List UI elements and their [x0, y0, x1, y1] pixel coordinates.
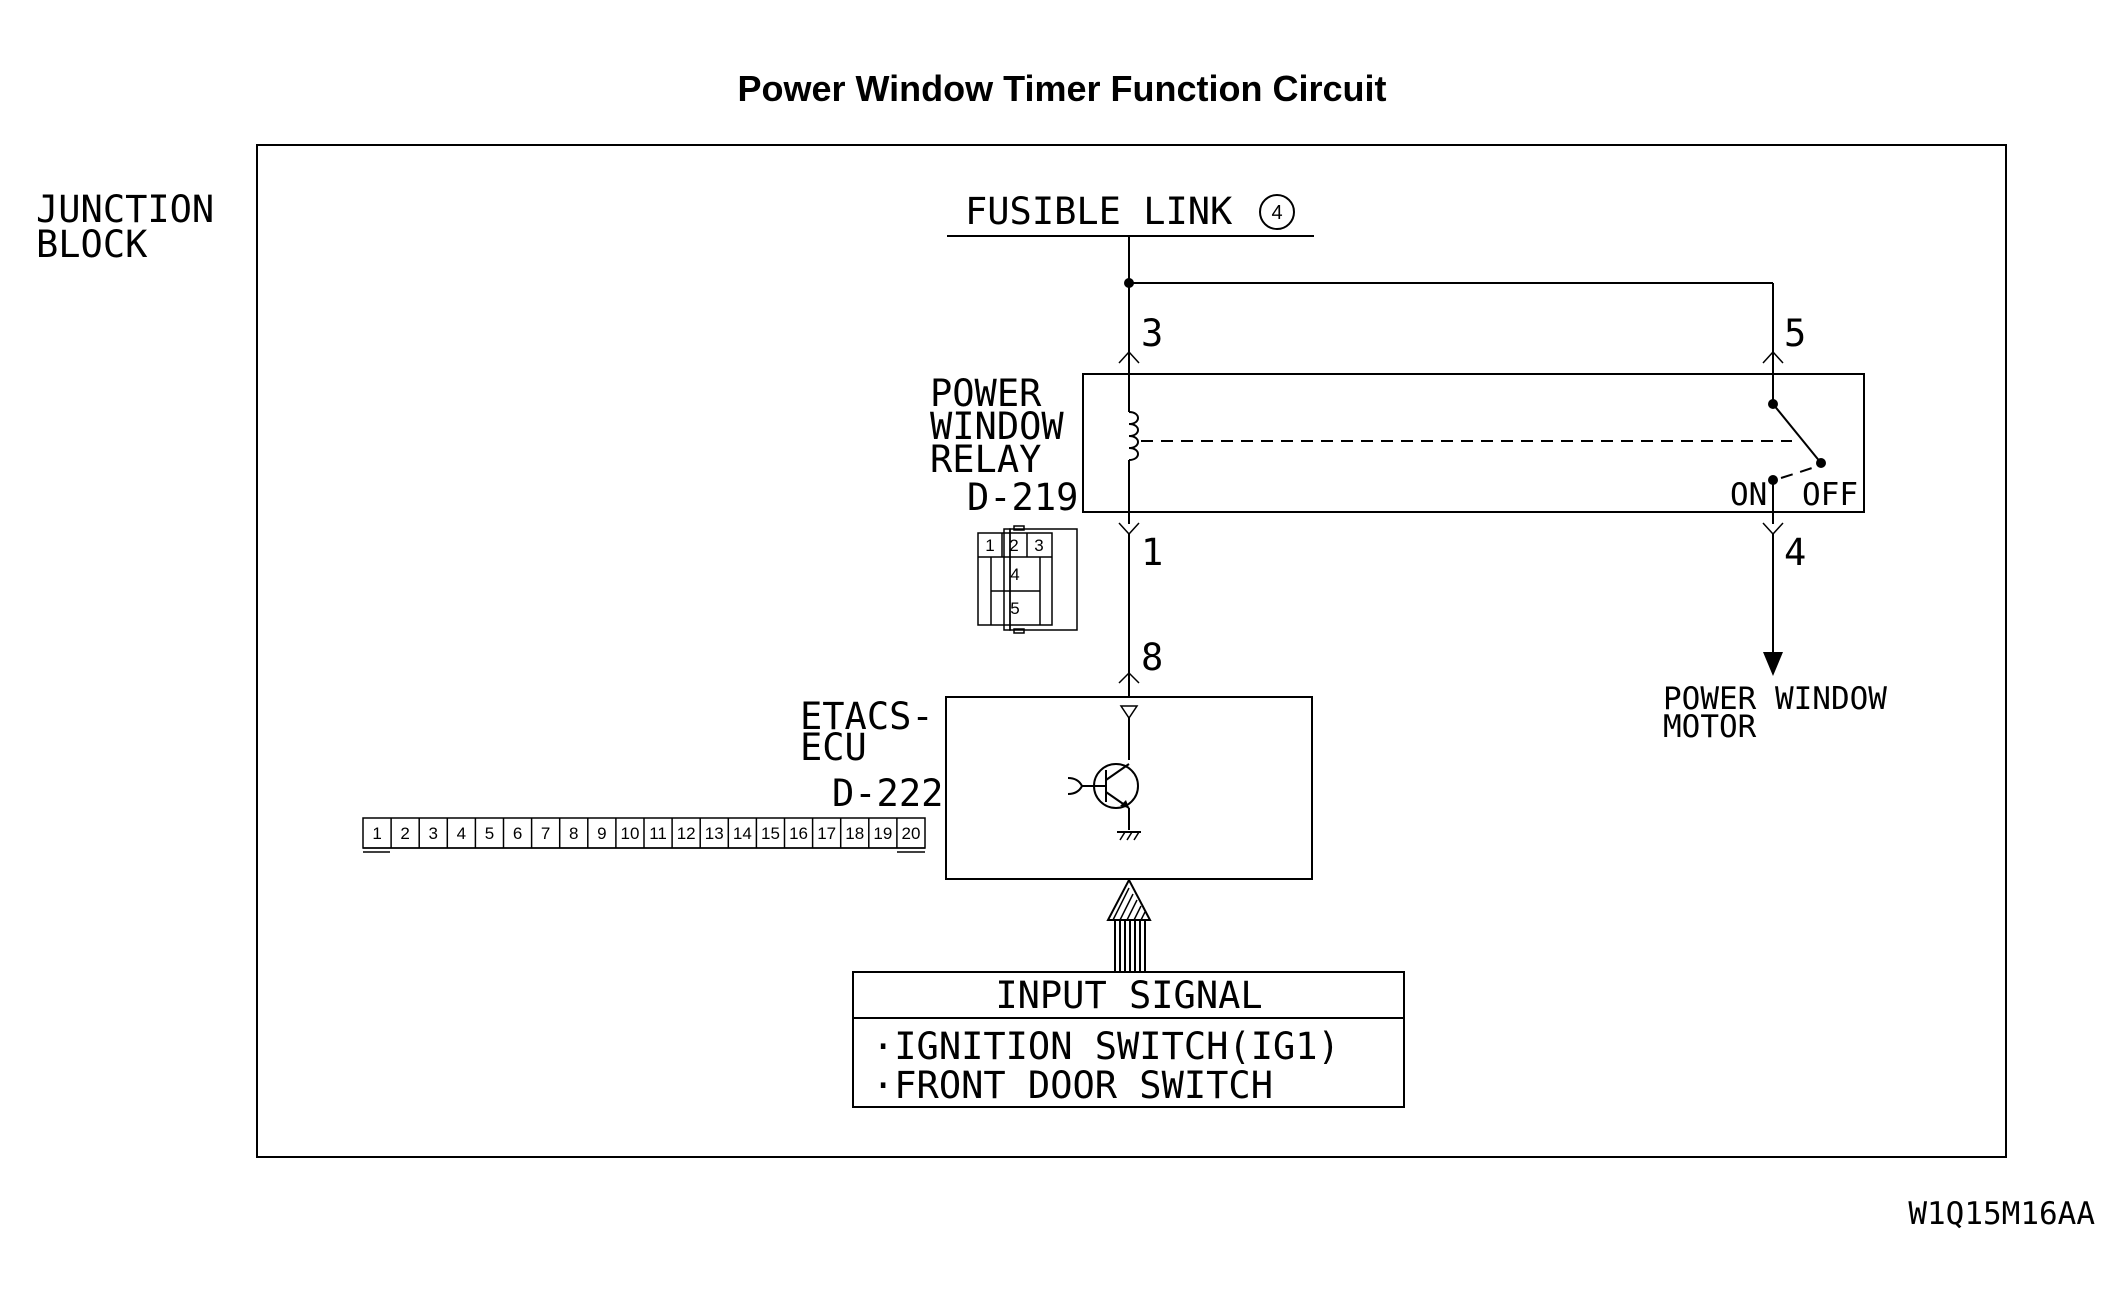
ecu-pin8-label: 8	[1141, 636, 1163, 679]
switch-contact-blade-end	[1816, 458, 1826, 468]
relay-pin4-label: 4	[1784, 531, 1806, 574]
input-signal-box	[852, 971, 1405, 1108]
relay-face-pin-2: 2	[1009, 536, 1018, 555]
pin4-connector-mark	[1762, 522, 1784, 536]
junction-block-label-line2: BLOCK	[36, 223, 148, 266]
relay-label-line2: WINDOW	[930, 405, 1064, 448]
switch-throw-path	[1780, 466, 1816, 479]
junction-block-label-line1: JUNCTION	[36, 188, 214, 231]
relay-pin5-label: 5	[1784, 312, 1806, 355]
ecu-face-pin-8: 8	[569, 824, 578, 843]
input-signal-arrow-icon	[1106, 877, 1152, 972]
relay-pin1-label: 1	[1141, 531, 1163, 574]
relay-coil-icon	[1128, 411, 1139, 461]
motor-label-line1: POWER WINDOW	[1663, 681, 1887, 717]
ecu-face-pin-2: 2	[400, 824, 409, 843]
ecu-face-pin-16: 16	[789, 824, 808, 843]
switch-off-label: OFF	[1802, 477, 1858, 513]
ecu-face-pin-13: 13	[705, 824, 724, 843]
ecu-face-pin-15: 15	[761, 824, 780, 843]
transistor-icon	[1067, 705, 1141, 841]
relay-face-pin-1: 1	[985, 536, 994, 555]
ecu-connector-code: D-222	[832, 772, 943, 815]
ecu-face-pin-4: 4	[457, 824, 466, 843]
input-signal-item-2: ·FRONT DOOR SWITCH	[872, 1064, 1273, 1107]
input-signal-item-1: ·IGNITION SWITCH(IG1)	[872, 1025, 1340, 1068]
ecu-face-pin-20: 20	[901, 824, 920, 843]
relay-connector-face: 1 2 3 4 5	[977, 525, 1078, 634]
relay-face-pin-3: 3	[1034, 536, 1043, 555]
pin1-connector-mark	[1118, 522, 1140, 536]
relay-connector-code: D-219	[967, 476, 1078, 519]
ecu-face-pin-7: 7	[541, 824, 550, 843]
ecu-label-line1: ETACS-	[800, 695, 934, 738]
ecu-face-pin-1: 1	[372, 824, 381, 843]
switch-blade	[1772, 403, 1822, 464]
relay-face-pin-4: 4	[1010, 565, 1019, 584]
ecu-face-pin-9: 9	[597, 824, 606, 843]
pin5-connector-mark	[1762, 350, 1784, 364]
ecu-face-pin-10: 10	[620, 824, 639, 843]
fusible-link-number: 4	[1271, 202, 1282, 224]
ecu-face-pin-17: 17	[817, 824, 836, 843]
ecu-face-pin-11: 11	[649, 824, 667, 843]
relay-pin3-label: 3	[1141, 312, 1163, 355]
diagram-title: Power Window Timer Function Circuit	[737, 68, 1386, 109]
fusible-link-number-circle	[1259, 194, 1295, 230]
diagram-frame	[256, 144, 2007, 1158]
ecu-face-pin-19: 19	[873, 824, 892, 843]
switch-on-label: ON	[1730, 477, 1767, 513]
relay-label-line3: RELAY	[930, 438, 1041, 481]
power-window-relay-box	[1082, 373, 1865, 513]
ecu-face-pin-12: 12	[677, 824, 696, 843]
ecu-face-pin-5: 5	[485, 824, 494, 843]
relay-label-line1: POWER	[930, 372, 1042, 415]
ecu-face-pin-14: 14	[733, 824, 752, 843]
relay-face-pin-5: 5	[1010, 599, 1019, 618]
ecu-face-pin-18: 18	[845, 824, 864, 843]
motor-arrow-icon	[1763, 652, 1783, 676]
input-signal-header: INPUT SIGNAL	[995, 974, 1262, 1017]
ecu-label-line2: ECU	[800, 726, 867, 769]
ecu-face-pin-3: 3	[429, 824, 438, 843]
fusible-link-label: FUSIBLE LINK	[965, 190, 1233, 233]
motor-label-line2: MOTOR	[1663, 709, 1757, 745]
pin3-connector-mark	[1118, 350, 1140, 364]
ecu-face-pin-6: 6	[513, 824, 522, 843]
figure-code: W1Q15M16AA	[1908, 1196, 2095, 1232]
